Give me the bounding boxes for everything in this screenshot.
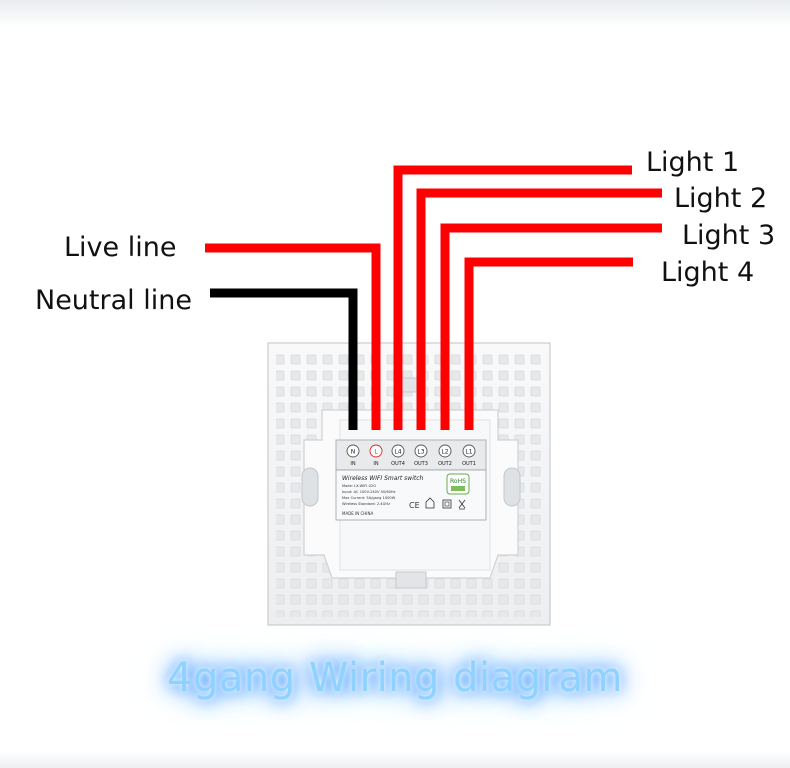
label-origin: MADE IN CHINA	[342, 511, 373, 516]
terminal-0: N IN	[346, 444, 360, 467]
label-product: Wireless WIFI Smart switch	[342, 475, 424, 482]
terminal-name: IN	[373, 461, 378, 467]
terminal-screw	[369, 444, 383, 458]
terminal-name: OUT4	[391, 461, 405, 467]
light-1-label: Light 1	[646, 147, 740, 178]
light-1-wire	[464, 257, 633, 430]
rohs-text: RoHS	[450, 478, 466, 485]
light-2-wire	[440, 223, 662, 430]
label-input: Input: AC 100V-240V 50/60Hz	[342, 490, 396, 494]
terminal-1: L IN	[369, 444, 383, 467]
terminal-symbol: L2	[441, 449, 448, 456]
terminal-screw	[462, 444, 476, 458]
terminal-name: OUT2	[438, 461, 452, 467]
bottom-shading	[0, 752, 790, 768]
home-icon	[425, 497, 435, 509]
terminal-name: IN	[350, 461, 355, 467]
light-3-label: Light 3	[682, 220, 776, 251]
light-3-wire	[416, 188, 662, 430]
terminal-name: OUT3	[414, 461, 428, 467]
neutral-line-wire	[210, 288, 358, 430]
terminal-symbol: L4	[394, 449, 401, 456]
neutral-line-label: Neutral line	[35, 285, 192, 316]
terminal-screw	[391, 444, 405, 458]
terminal-symbol: L3	[417, 449, 424, 456]
diagram-title: 4gang Wiring diagram	[167, 655, 623, 701]
mounting-slot-left	[301, 467, 319, 507]
terminal-symbol: L1	[465, 449, 472, 456]
light-2-label: Light 2	[674, 183, 768, 214]
product-label: Wireless WIFI Smart switch Mode: LX-WIFI…	[335, 469, 487, 521]
bottom-clip	[395, 571, 427, 589]
weee-bin-icon	[458, 499, 466, 510]
label-max-current: Max Current: 5A/gang 1000W	[342, 496, 396, 500]
double-insulation-icon	[442, 499, 452, 509]
live-line-label: Live line	[64, 232, 177, 263]
top-shading	[0, 0, 790, 28]
mounting-slot-right	[503, 467, 521, 507]
terminal-screw	[438, 444, 452, 458]
terminal-screw	[414, 444, 428, 458]
light-4-label: Light 4	[661, 257, 755, 288]
terminal-screw	[346, 444, 360, 458]
label-model: Mode: LX-WIFI-02G	[342, 484, 376, 488]
live-line-wire	[205, 243, 381, 430]
ce-mark-icon: CE	[409, 501, 420, 510]
wires	[205, 165, 662, 430]
rohs-leaf	[451, 486, 465, 491]
terminal-symbol: L	[374, 449, 378, 456]
light-4-wire	[393, 165, 632, 430]
terminal-symbol: N	[351, 449, 356, 456]
terminal-name: OUT1	[462, 461, 476, 467]
label-frequency: Wireless Standard: 2.4GHz	[342, 502, 390, 506]
